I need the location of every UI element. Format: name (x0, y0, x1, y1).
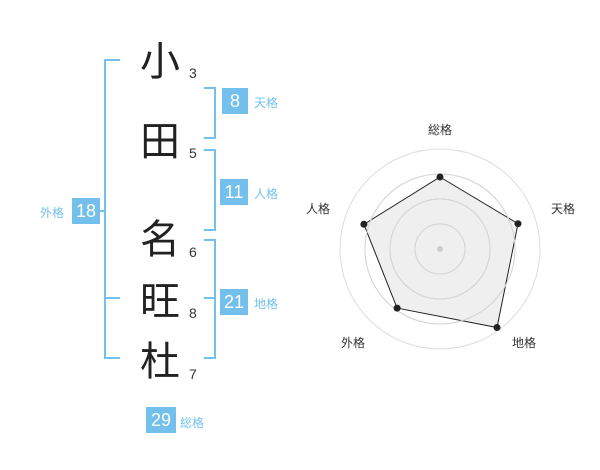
given-char-2: 旺 (140, 279, 180, 325)
given-char-3: 杜 (140, 339, 180, 385)
radar-center-dot (437, 246, 443, 252)
surname-char-2: 田 (140, 119, 180, 165)
radar-ring-overlay-2 (389, 198, 491, 300)
radar-axis-label-soukaku: 総格 (428, 123, 453, 137)
jinkaku-value: 11 (220, 179, 248, 205)
radar-data-polygon (363, 176, 519, 329)
given-strokes-1: 6 (189, 244, 197, 260)
tenkaku-bracket (204, 87, 216, 139)
radar-ring-overlay-1 (414, 223, 466, 275)
chikaku-value: 21 (220, 289, 248, 315)
gaikaku-value: 18 (72, 198, 100, 224)
radar-point-5 (360, 220, 368, 228)
tenkaku-label: 天格 (254, 96, 279, 110)
radar-point-2 (514, 220, 522, 228)
given-strokes-3: 7 (189, 366, 197, 382)
surname-char-1: 小 (140, 39, 180, 85)
jinkaku-label: 人格 (254, 187, 279, 201)
radar-point-4 (393, 304, 401, 312)
radar-axis-label-tenkaku: 天格 (551, 202, 576, 216)
given-strokes-2: 8 (189, 305, 197, 321)
radar-point-3 (493, 324, 501, 331)
radar-axis-label-gaikaku: 外格 (341, 336, 366, 350)
soukaku-label: 総格 (180, 416, 205, 430)
radar-axis-label-chikaku: 地格 (512, 336, 537, 350)
chikaku-label: 地格 (254, 297, 279, 311)
radar-point-1 (436, 173, 444, 181)
surname-strokes-2: 5 (189, 145, 197, 161)
surname-strokes-1: 3 (189, 65, 197, 81)
soukaku-value: 29 (146, 407, 176, 433)
radar-axis-label-jinkaku: 人格 (306, 202, 331, 216)
jinkaku-bracket (204, 149, 216, 231)
gaikaku-bracket (104, 59, 120, 359)
tenkaku-value: 8 (222, 88, 248, 114)
gaikaku-label: 外格 (40, 206, 65, 220)
given-char-1: 名 (140, 217, 180, 263)
